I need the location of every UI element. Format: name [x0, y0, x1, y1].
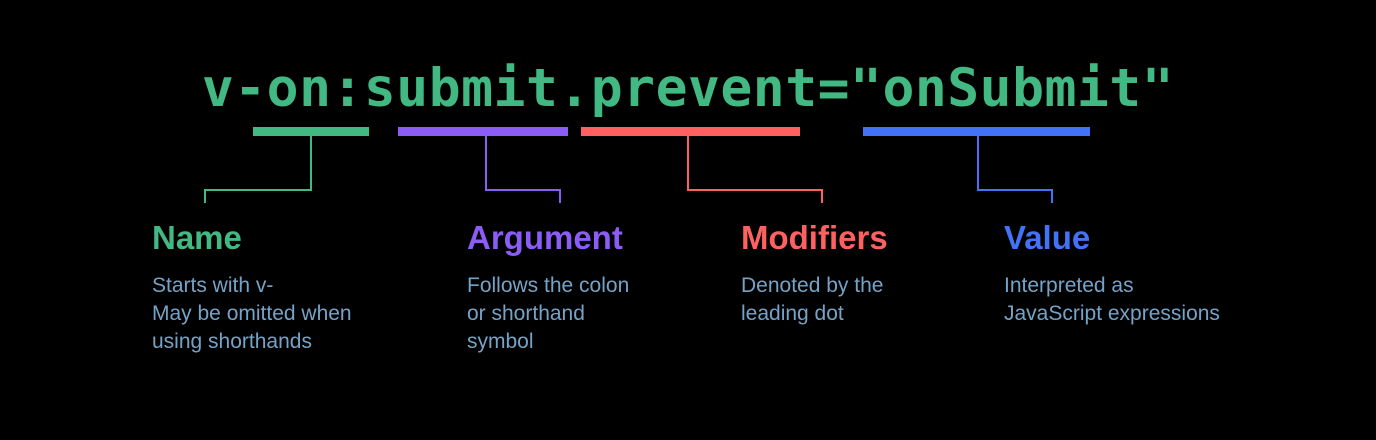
segment-label-modifiers: Modifiers Denoted by the leading dot [741, 218, 981, 328]
connector-line-value [977, 136, 1053, 203]
segment-description-modifiers: Denoted by the leading dot [741, 274, 884, 325]
directive-code-string: v-on:submit.prevent="onSubmit" [201, 58, 1175, 119]
connector-line-modifiers [687, 136, 823, 203]
connector-line-argument [485, 136, 561, 203]
segment-description-name: Starts with v- May be omitted when using… [152, 274, 352, 353]
segment-title-modifiers: Modifiers [741, 219, 888, 256]
segment-title-value: Value [1004, 219, 1091, 256]
connector-line-name [204, 136, 312, 203]
segment-label-argument: Argument Follows the colon or shorthand … [467, 218, 717, 356]
segment-label-value: Value Interpreted as JavaScript expressi… [1004, 218, 1324, 328]
segment-description-argument: Follows the colon or shorthand symbol [467, 274, 630, 353]
segment-underline-bar-name [253, 127, 369, 136]
segment-title-name: Name [152, 219, 242, 256]
segment-label-name: Name Starts with v- May be omitted when … [152, 218, 452, 356]
segment-underline-bar-argument [398, 127, 568, 136]
segment-title-argument: Argument [467, 219, 623, 256]
segment-description-value: Interpreted as JavaScript expressions [1004, 274, 1220, 325]
segment-underline-bar-modifiers [581, 127, 800, 136]
segment-underline-bar-value [863, 127, 1090, 136]
